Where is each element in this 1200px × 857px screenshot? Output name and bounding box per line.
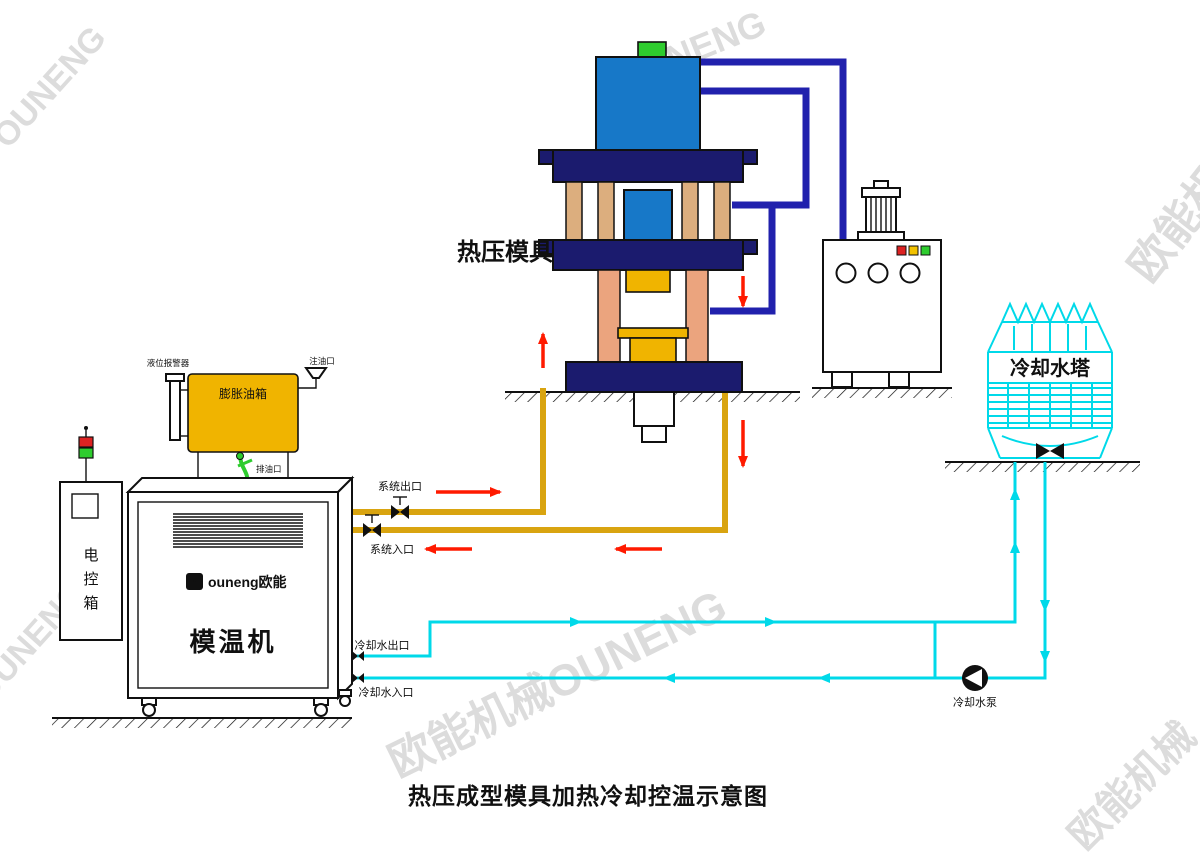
cooling-pump [962,665,988,691]
cooling-tower: 冷却水塔 [987,301,1113,459]
press-middle-beam [552,239,744,271]
watermark: 欧能机械OUNENG [381,581,734,787]
system-outlet-valve-icon [391,496,409,519]
gauge-icon [867,262,889,284]
cooling-out-valve-icon [352,651,364,661]
cooling-out-label: 冷却水出口 [355,638,410,652]
expansion-tank [187,373,299,453]
press-top-cap [637,41,667,59]
lower-mold-flange [617,327,689,339]
pump-label: 冷却水泵 [953,696,997,709]
level-gauge [169,379,181,441]
level-alarm-label: 液位报警器 [147,358,190,368]
gauge-icon [835,262,857,284]
cooling-in-label: 冷却水入口 [359,686,414,699]
system-out-label: 系统出口 [378,479,422,493]
ground-tower [945,461,1140,472]
signal-lamp-icon [78,426,94,482]
cooling-supply-pipe [345,462,1047,680]
press-cylinder [623,189,673,243]
oil-fill-label: 注油口 [309,356,335,366]
tower-label: 冷却水塔 [1010,356,1091,380]
machine-name: 模温机 [189,627,276,657]
press-label: 热压模具 [457,239,553,266]
tower-valve-icon [1036,443,1064,459]
press-pedestal [633,391,675,427]
electric-control-box: 电 控 箱 [59,481,123,641]
watermark: 欧能机械 [1119,122,1200,291]
hot-oil-pipes [348,388,728,537]
brand-logo-mark: n [191,575,198,589]
indicator-yellow [908,245,919,256]
control-box-label: 电 [83,547,98,564]
basin-water [1001,435,1099,447]
oil-fill-funnel [304,367,328,379]
diagram-title: 热压成型模具加热冷却控温示意图 [408,783,768,809]
press-motor [595,56,701,153]
flow-arrows [424,276,1050,683]
lower-mold [629,337,677,363]
hydraulic-pipe [710,205,776,315]
indicator-green [920,245,931,256]
brand-logo-icon [186,573,203,590]
hot-oil-return-pipe [348,390,728,533]
caster-wheel [141,689,352,717]
watermark: OUNENG [0,19,114,155]
hydraulic-pipes [700,58,847,315]
system-inlet-valve-icon [363,514,381,537]
system-in-label: 系统入口 [370,543,414,556]
svg-text:控: 控 [83,571,98,588]
brand-label: ouneng欧能 [208,574,287,590]
ground-machine [52,717,352,728]
ground-cabinet [812,387,952,398]
press-top-beam [552,149,744,183]
hot-oil-supply-pipe [348,388,546,515]
cooling-pipes [345,462,1047,683]
svg-text:箱: 箱 [83,595,98,612]
cabinet-body [822,239,942,373]
gauge-icon [899,262,921,284]
tank-label: 膨胀油箱 [219,386,267,401]
upper-mold [625,269,671,293]
press-machine [538,41,758,443]
control-cabinet [822,180,942,388]
watermark: 欧能机械 [1060,714,1200,857]
hydraulic-pipe [700,58,847,240]
mold-temp-machine: 膨胀油箱 液位报警器 注油口 排油口 n ouneng欧能 模温机 [59,356,355,717]
press-bottom-beam [565,361,743,393]
oil-drain-label: 排油口 [256,464,282,474]
indicator-red [896,245,907,256]
vent-grille [173,513,303,548]
cooling-in-valve-icon [352,673,364,683]
